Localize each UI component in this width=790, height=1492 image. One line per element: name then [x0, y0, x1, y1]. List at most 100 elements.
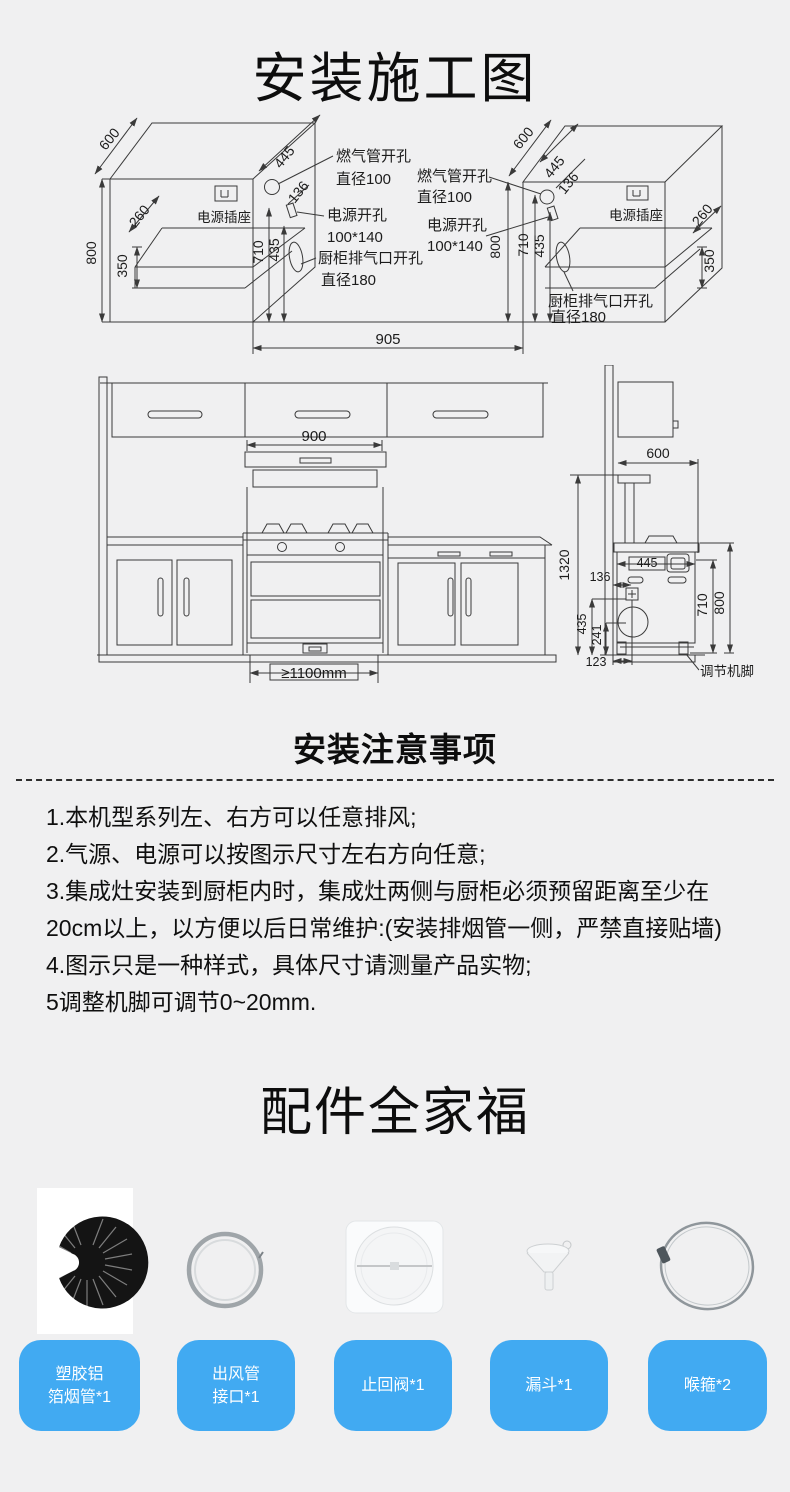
- kick-handle: [302, 643, 328, 654]
- accessory-label-funnel: 漏斗*1: [490, 1340, 608, 1431]
- dim-left-260: 260: [126, 202, 153, 230]
- dim-side-241: 241: [590, 625, 604, 646]
- dim-right-800: 800: [487, 235, 503, 259]
- base-door: [176, 559, 233, 646]
- gas-leader: [488, 176, 542, 195]
- power-leader: [485, 216, 549, 237]
- label-left-gas-hole: 燃气管开孔: [336, 147, 411, 165]
- knob: [277, 542, 287, 552]
- stove-drawer-2: [250, 599, 381, 639]
- label-left-gas-dia: 直径100: [336, 171, 391, 188]
- gas-hole-circle: [539, 189, 555, 205]
- label-left-power-hole: 电源开孔: [327, 207, 387, 224]
- door-handle: [183, 577, 190, 617]
- floor-hatch: [612, 654, 696, 663]
- gas-hole-circle: [264, 179, 280, 195]
- stove-side-view: [570, 365, 734, 671]
- hood-handle: [299, 457, 332, 464]
- duct-connector-ring-icon: [186, 1231, 264, 1309]
- wall-hatch: [604, 365, 614, 656]
- adjustable-foot: [616, 641, 627, 655]
- dim-right-260: 260: [689, 201, 716, 229]
- dim-right-435: 435: [531, 234, 547, 258]
- kitchen-elevation: [97, 376, 557, 683]
- vent-leader: [300, 257, 317, 265]
- note-item-1: 1.本机型系列左、右方可以任意排风;: [46, 804, 417, 830]
- dim-left-445: 445: [271, 143, 298, 171]
- hood-side-column: [624, 482, 635, 544]
- label-left-vent-hole: 厨柜排气口开孔: [318, 250, 423, 267]
- dim-side-710: 710: [694, 593, 710, 617]
- accessory-label-duct: 塑胶铝 箔烟管*1: [19, 1340, 140, 1431]
- check-valve-icon: [345, 1220, 444, 1314]
- vent-hole-ellipse: [555, 241, 571, 273]
- upper-cabinets: [111, 382, 544, 438]
- dim-side-435: 435: [575, 614, 589, 635]
- accessory-label-clamp: 喉箍*2: [648, 1340, 767, 1431]
- stove-top-slab: [613, 542, 700, 553]
- vent-leader: [563, 271, 574, 292]
- drawer-handle: [489, 551, 513, 557]
- label-left-vent-dia: 直径180: [321, 272, 376, 289]
- knob: [335, 542, 345, 552]
- dim-1320: 1320: [556, 549, 572, 580]
- dim-side-123: 123: [586, 655, 607, 669]
- dim-left-800: 800: [83, 241, 99, 265]
- funnel-icon: [526, 1240, 572, 1291]
- dim-left-350: 350: [114, 254, 130, 278]
- upper-cabinet-side: [617, 381, 674, 438]
- label-left-power-size: 100*140: [327, 229, 383, 246]
- wall-hatch: [98, 376, 108, 656]
- hood-side-top: [617, 474, 651, 484]
- base-door: [116, 559, 173, 646]
- stove-drawer-1: [250, 561, 381, 597]
- dim-min-1100: ≥1100mm: [281, 665, 346, 682]
- dim-left-435: 435: [266, 238, 282, 262]
- hose-clamp-icon: [656, 1221, 755, 1311]
- floor-hatch: [98, 654, 557, 663]
- burner-side: [644, 535, 678, 544]
- door-handle: [157, 577, 164, 617]
- label-left-socket: 电源插座: [197, 210, 251, 225]
- accessory-label-connector: 出风管 接口*1: [177, 1340, 295, 1431]
- label-right-power-size: 100*140: [427, 238, 483, 255]
- flexible-duct-icon: [37, 1188, 149, 1334]
- dim-left-600: 600: [96, 125, 123, 153]
- cabinet-handle: [147, 410, 203, 419]
- power-socket-icon: [214, 185, 238, 202]
- label-right-vent-hole: 厨柜排气口开孔: [548, 293, 653, 310]
- door-handle: [447, 577, 454, 617]
- dim-side-136: 136: [590, 570, 611, 584]
- vent-hole-ellipse: [288, 241, 304, 273]
- power-socket-icon: [626, 185, 649, 201]
- note-item-2: 2.气源、电源可以按图示尺寸左右方向任意;: [46, 841, 486, 867]
- gas-leader: [277, 155, 334, 185]
- hood-body: [252, 469, 378, 488]
- power-hole: [546, 205, 559, 222]
- notes-list: 1.本机型系列左、右方可以任意排风; 2.气源、电源可以按图示尺寸左右方向任意;…: [46, 799, 758, 1021]
- label-right-socket: 电源插座: [609, 208, 663, 223]
- adjustable-foot: [678, 641, 689, 655]
- label-right-gas-dia: 直径100: [417, 189, 472, 206]
- base-door: [460, 562, 519, 646]
- burner-left: [261, 523, 308, 534]
- cabinet-cutout-diagram: 600 445 136 260 350 800 710 435 电源插座 燃气管…: [83, 114, 724, 354]
- right-cabinet-outline: [485, 119, 724, 323]
- dim-span-905: 905: [375, 331, 400, 348]
- dim-900: 900: [301, 428, 326, 445]
- cabinet-handle: [294, 410, 351, 419]
- dim-left-710: 710: [250, 240, 266, 264]
- dim-right-710: 710: [515, 233, 531, 257]
- span-dimension: [110, 321, 665, 354]
- power-leader: [296, 211, 325, 217]
- label-right-gas-hole: 燃气管开孔: [417, 167, 492, 185]
- label-right-vent-dia: 直径180: [551, 309, 606, 326]
- accessory-label-valve: 止回阀*1: [334, 1340, 452, 1431]
- dim-right-350: 350: [701, 249, 717, 273]
- accessories-title: 配件全家福: [259, 1084, 530, 1142]
- note-item-4: 4.图示只是一种样式，具体尺寸请测量产品实物;: [46, 952, 532, 978]
- dim-side-600: 600: [646, 445, 670, 461]
- dim-right-600: 600: [510, 124, 537, 152]
- dim-left-136: 136: [285, 178, 312, 206]
- cabinet-handle: [432, 410, 489, 419]
